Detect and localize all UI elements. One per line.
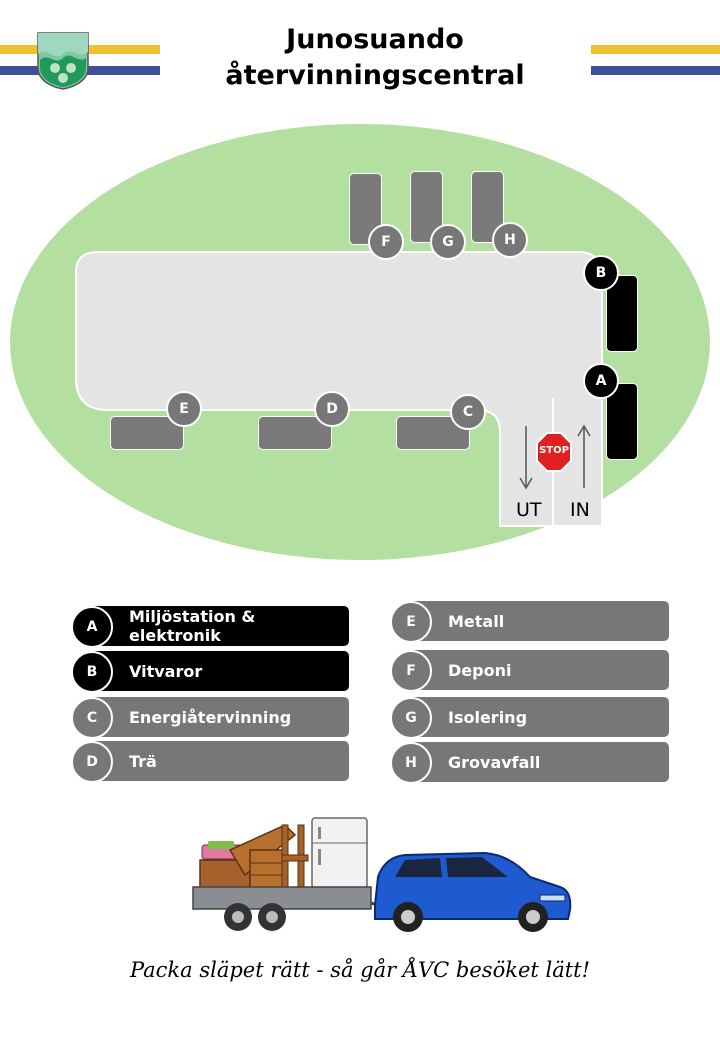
container-a bbox=[606, 383, 638, 460]
container-b bbox=[606, 275, 638, 352]
stop-sign-label: STOP bbox=[539, 445, 569, 456]
map-pin-d: D bbox=[314, 391, 350, 427]
map-pin-b: B bbox=[583, 255, 619, 291]
page-title: Junosuando återvinningscentral bbox=[160, 22, 590, 94]
title-line-2: återvinningscentral bbox=[225, 60, 525, 91]
entry-label: IN bbox=[570, 499, 590, 521]
legend-label: Deponi bbox=[448, 660, 512, 680]
legend-item-e: Metall E bbox=[390, 601, 669, 643]
map-pin-f: F bbox=[368, 224, 404, 260]
legend-item-d: Trä D bbox=[71, 741, 349, 783]
coat-of-arms-icon bbox=[37, 32, 89, 90]
map-pin-a: A bbox=[583, 363, 619, 399]
legend-label: Metall bbox=[448, 611, 505, 631]
legend-letter: B bbox=[71, 651, 113, 693]
map-pin-h: H bbox=[492, 222, 528, 258]
stripe-yellow-right bbox=[591, 45, 720, 54]
site-map bbox=[10, 124, 710, 560]
stripe-blue-right bbox=[591, 66, 720, 75]
legend-letter: H bbox=[390, 742, 432, 784]
map-pin-c: C bbox=[450, 394, 486, 430]
legend-label: Energiåtervinning bbox=[129, 707, 292, 727]
map-pin-e: E bbox=[166, 391, 202, 427]
legend-item-a: Miljöstation & elektronik A bbox=[71, 606, 349, 648]
tagline: Packa släpet rätt - så går ÅVC besöket l… bbox=[129, 958, 591, 982]
legend-label: Trä bbox=[129, 751, 157, 771]
map-pin-g: G bbox=[430, 224, 466, 260]
title-line-1: Junosuando bbox=[286, 24, 464, 55]
legend-letter: F bbox=[390, 650, 432, 692]
exit-label: UT bbox=[516, 499, 542, 521]
legend-letter: A bbox=[71, 606, 113, 648]
entry-arrow bbox=[577, 424, 591, 488]
legend-label: Miljöstation & elektronik bbox=[129, 607, 256, 645]
legend-item-b: Vitvaror B bbox=[71, 651, 349, 693]
legend-letter: G bbox=[390, 697, 432, 739]
legend-letter: E bbox=[390, 601, 432, 643]
legend-label: Isolering bbox=[448, 707, 528, 727]
legend-item-g: Isolering G bbox=[390, 697, 669, 739]
legend-letter: D bbox=[71, 741, 113, 783]
car-with-trailer-icon bbox=[192, 817, 572, 932]
legend-label: Vitvaror bbox=[129, 661, 203, 681]
legend-item-h: Grovavfall H bbox=[390, 742, 669, 784]
stop-sign-icon bbox=[536, 432, 572, 472]
legend-letter: C bbox=[71, 697, 113, 739]
legend-item-f: Deponi F bbox=[390, 650, 669, 692]
legend-label: Grovavfall bbox=[448, 752, 541, 772]
exit-arrow bbox=[519, 426, 533, 490]
container-c bbox=[396, 416, 470, 450]
legend-item-c: Energiåtervinning C bbox=[71, 697, 349, 739]
